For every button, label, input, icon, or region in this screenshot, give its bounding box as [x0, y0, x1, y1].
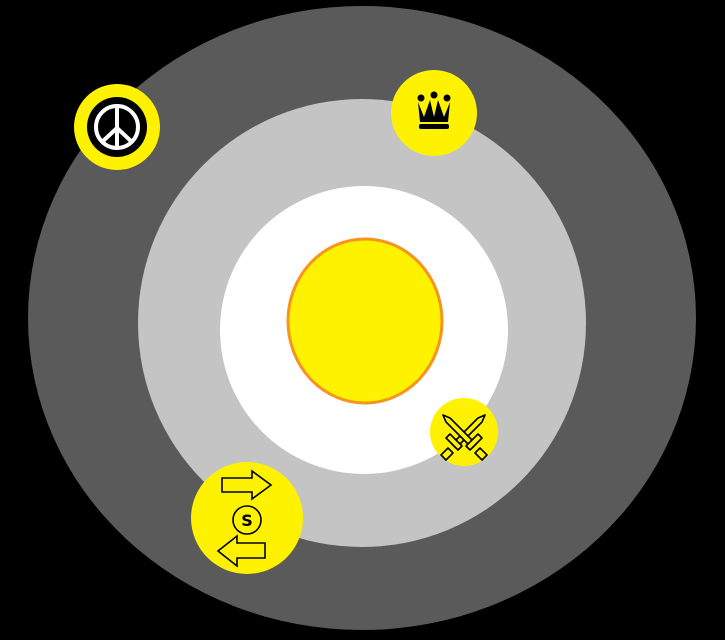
trade-token[interactable]: S [191, 462, 303, 574]
coin-glyph: S [241, 511, 253, 530]
crown-token[interactable] [391, 70, 477, 156]
peace-token[interactable] [74, 84, 160, 170]
coin-icon [232, 505, 262, 535]
arrow-right-icon [221, 469, 273, 501]
crown-icon [417, 91, 451, 129]
trade-arrows-icon [216, 469, 273, 568]
peace-icon [87, 97, 147, 157]
crossed-swords-icon [440, 414, 488, 461]
arrow-left-icon [216, 534, 266, 568]
crossed-swords-token[interactable] [430, 398, 498, 466]
sun[interactable] [286, 237, 444, 405]
